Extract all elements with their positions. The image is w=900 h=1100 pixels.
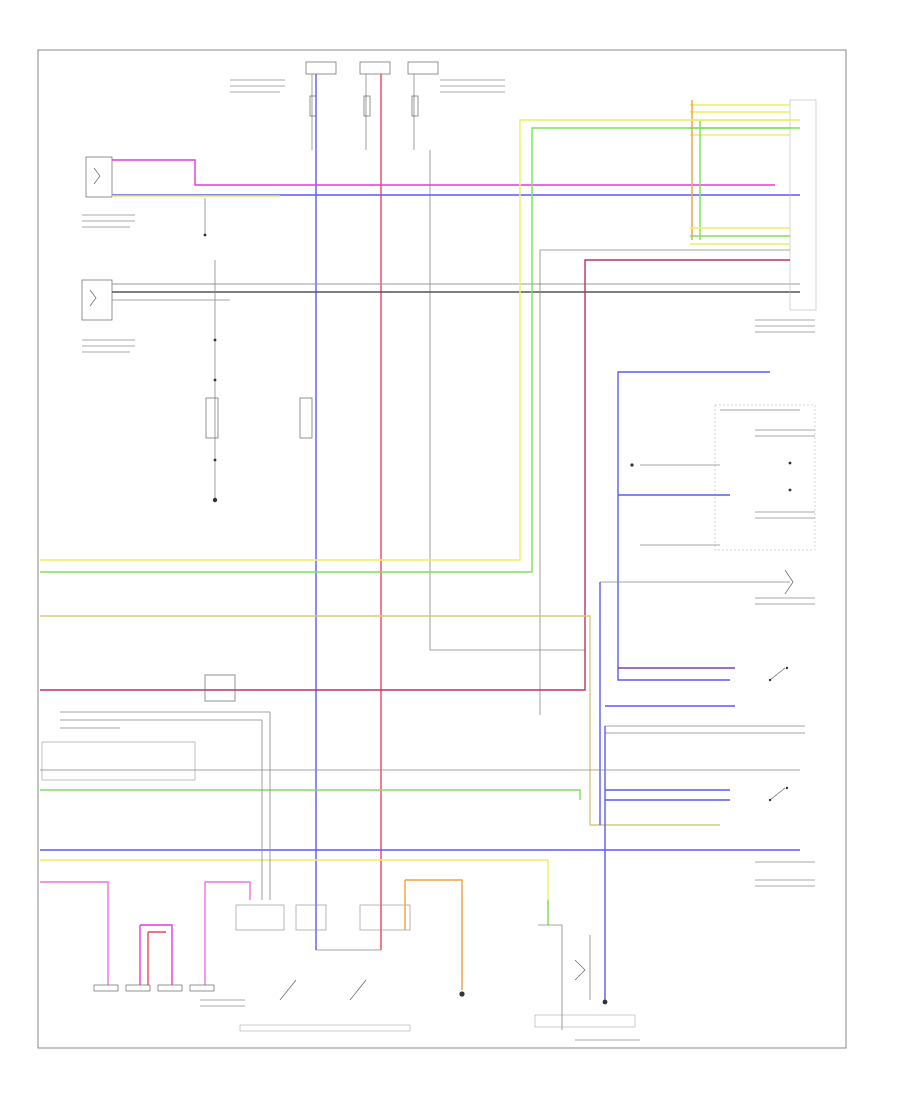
fuse-icon [363,95,371,117]
mid-connector [299,397,313,439]
wire-blue-right [617,371,770,681]
wire-pink-bottom [40,881,109,985]
sensor-icon [93,167,101,185]
fuse-icon [411,95,419,117]
ground-icon [459,991,465,997]
switch-icon [769,667,786,681]
relay-icon [279,979,297,1001]
fuse-icon [309,95,317,117]
relay-icon [349,979,367,1001]
ground-icon [602,999,608,1005]
wire-yellow-bottom [40,859,549,925]
bottom-relays [235,879,465,1032]
engine-control-module [690,99,817,311]
wire-gray-ecm [539,249,790,715]
fuel-pump [534,924,636,1030]
label-marks [82,79,815,1041]
switch-icon [769,787,786,801]
right-sensors [40,371,816,1000]
left-connector-stack [205,260,219,503]
wire-green-long [40,127,800,573]
engine-coolant-sensor [85,156,800,237]
wire-tan-long [40,615,720,826]
fuse-block-top [305,61,439,150]
connector-icon [299,397,313,439]
sensor-icon [89,289,97,307]
wire-maroon-long [40,259,790,691]
wire-pink-sensor [112,159,775,186]
crankshaft-sensor [81,279,800,321]
connector-icon [205,397,219,439]
mid-left-connector [41,674,271,900]
switch-icon [784,569,794,595]
diagram-border [37,49,847,1049]
wire-yellow-long [40,119,800,561]
sensor-icon [574,959,586,981]
wire-gray-thin [429,150,585,651]
bottom-left-lamps [40,881,251,992]
ground-icon [212,497,218,503]
